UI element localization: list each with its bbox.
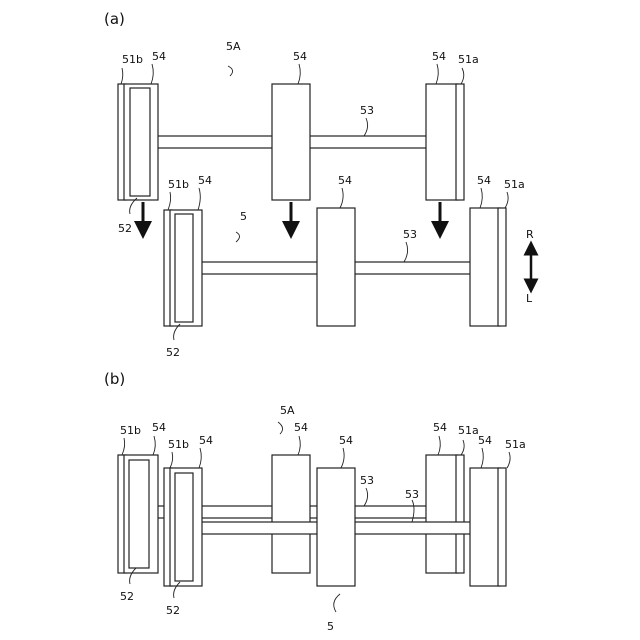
direction-up-label: R: [526, 228, 534, 241]
label-54-mid-5-a: 54: [338, 174, 352, 187]
label-5-a: 5: [240, 210, 247, 223]
label-51b-5a-b: 51b: [120, 424, 141, 437]
end-plate-51a-5-b: [498, 468, 506, 586]
label-5a-a: 5A: [226, 40, 241, 53]
label-54-left-5-a: 54: [198, 174, 212, 187]
label-53-5a-a: 53: [360, 104, 374, 117]
label-51b-5-a: 51b: [168, 178, 189, 191]
wheel-right-5a-a: [426, 84, 458, 200]
panel-a: (a) 51b 54 5A 54: [104, 10, 534, 359]
panel-b: (b) 51b 54 5A 54 54 51a 52: [104, 370, 526, 633]
wheel-mid-5-b: [317, 468, 355, 586]
inner-52-5-a: [175, 214, 193, 322]
inner-52-5a-a: [130, 88, 150, 196]
label-54-mid-5-b: 54: [339, 434, 353, 447]
label-53-5-a: 53: [403, 228, 417, 241]
label-54-left-5a-a: 54: [152, 50, 166, 63]
label-51a-5-a: 51a: [504, 178, 525, 191]
label-54-left-5a-b: 54: [152, 421, 166, 434]
wheel-mid-5a-a: [272, 84, 310, 200]
label-52-5-b: 52: [166, 604, 180, 617]
label-5a-b: 5A: [280, 404, 295, 417]
label-54-right-5-a: 54: [477, 174, 491, 187]
label-51a-5a-a: 51a: [458, 53, 479, 66]
wheel-right-5-b: [470, 468, 500, 586]
label-51b-5-b: 51b: [168, 438, 189, 451]
wheel-right-5-a: [470, 208, 500, 326]
label-51b-5a-a: 51b: [122, 53, 143, 66]
label-53-top-b: 53: [360, 474, 374, 487]
label-51a-5-b: 51a: [505, 438, 526, 451]
inner-52-5-b: [175, 473, 193, 581]
assembly-5a-panel-a: 51b 54 5A 54 54 51a 53 52: [118, 40, 479, 235]
label-52-5a-a: 52: [118, 222, 132, 235]
label-54-mid-5a-b: 54: [294, 421, 308, 434]
label-54-mid-5a-a: 54: [293, 50, 307, 63]
assembly-5-panel-a: 51b 54 5 54 54 51a 53 52: [164, 174, 525, 359]
label-54-left-5-b: 54: [199, 434, 213, 447]
end-plate-51a-5a-b: [456, 455, 464, 573]
label-5-b: 5: [327, 620, 334, 633]
label-54-right-5a-a: 54: [432, 50, 446, 63]
label-54-right-5a-b: 54: [433, 421, 447, 434]
wheel-mid-5-a: [317, 208, 355, 326]
label-52-5-a: 52: [166, 346, 180, 359]
label-53-bottom-b: 53: [405, 488, 419, 501]
label-52-5a-b: 52: [120, 590, 134, 603]
assembly-5-panel-b: 51b 54 54 54 51a 53 53 52 5: [164, 434, 526, 633]
direction-down-label: L: [526, 292, 533, 305]
label-51a-5a-b: 51a: [458, 424, 479, 437]
label-54-right-5-b: 54: [478, 434, 492, 447]
end-plate-51a-5a-a: [456, 84, 464, 200]
end-plate-51a-5-a: [498, 208, 506, 326]
wheel-right-5a-b: [426, 455, 458, 573]
direction-indicator: R L: [526, 228, 534, 305]
inner-52-5a-b: [129, 460, 149, 568]
wheel-mid-5a-b: [272, 455, 310, 573]
panel-a-label: (a): [104, 10, 125, 28]
panel-b-label: (b): [104, 370, 125, 388]
